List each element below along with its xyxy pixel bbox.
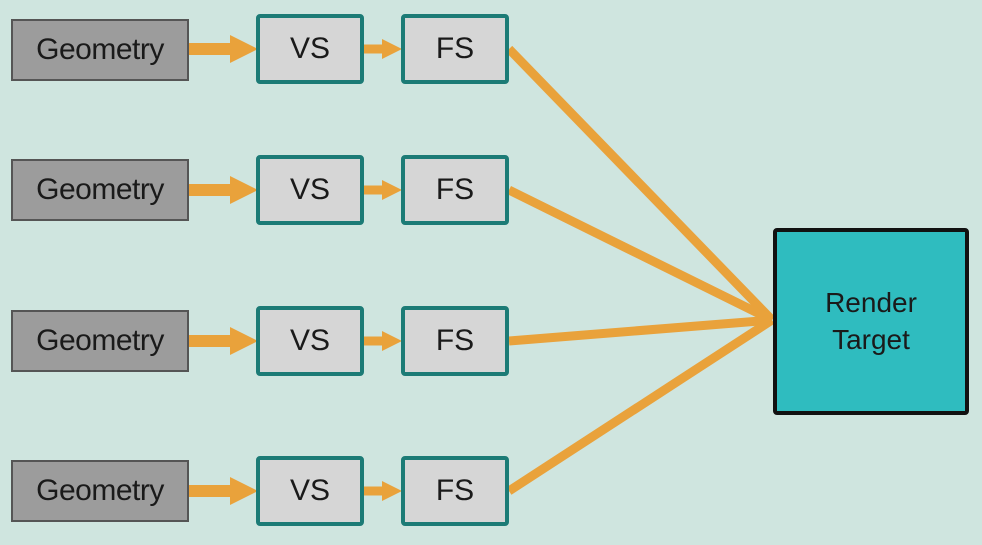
arrowhead-geometry-to-vs-1 bbox=[230, 35, 258, 63]
geometry-label-2: Geometry bbox=[36, 173, 164, 206]
arrowhead-geometry-to-vs-4 bbox=[230, 477, 258, 505]
vs-label-3: VS bbox=[289, 324, 331, 357]
fs-label-2: FS bbox=[435, 173, 475, 206]
arrow-fs-to-render-target-1 bbox=[505, 45, 776, 324]
render-target-box: Render Target bbox=[773, 228, 969, 415]
vs-box-3: VS bbox=[256, 306, 364, 376]
render-target-label-line1: Render bbox=[825, 287, 917, 319]
fs-box-1: FS bbox=[401, 14, 509, 84]
arrow-group bbox=[189, 35, 776, 505]
arrowhead-vs-to-fs-3 bbox=[382, 331, 402, 351]
geometry-box-1: Geometry bbox=[11, 19, 189, 81]
fs-box-4: FS bbox=[401, 456, 509, 526]
vs-box-4: VS bbox=[256, 456, 364, 526]
arrow-fs-to-render-target-3 bbox=[508, 315, 773, 346]
geometry-box-2: Geometry bbox=[11, 159, 189, 221]
vs-label-4: VS bbox=[289, 474, 331, 507]
arrow-fs-to-render-target-4 bbox=[506, 316, 775, 495]
geometry-label-3: Geometry bbox=[36, 324, 164, 357]
geometry-label-1: Geometry bbox=[36, 33, 164, 66]
arrowhead-vs-to-fs-4 bbox=[382, 481, 402, 501]
vs-label-1: VS bbox=[289, 32, 331, 65]
vs-box-1: VS bbox=[256, 14, 364, 84]
arrow-fs-to-render-target-2 bbox=[507, 185, 774, 325]
vs-box-2: VS bbox=[256, 155, 364, 225]
geometry-label-4: Geometry bbox=[36, 474, 164, 507]
arrowhead-geometry-to-vs-2 bbox=[230, 176, 258, 204]
arrowhead-vs-to-fs-2 bbox=[382, 180, 402, 200]
fs-label-4: FS bbox=[435, 474, 475, 507]
arrowhead-vs-to-fs-1 bbox=[382, 39, 402, 59]
arrowhead-geometry-to-vs-3 bbox=[230, 327, 258, 355]
geometry-box-4: Geometry bbox=[11, 460, 189, 522]
fs-label-1: FS bbox=[435, 32, 475, 65]
geometry-box-3: Geometry bbox=[11, 310, 189, 372]
vs-label-2: VS bbox=[289, 173, 331, 206]
fs-label-3: FS bbox=[435, 324, 475, 357]
fs-box-3: FS bbox=[401, 306, 509, 376]
fs-box-2: FS bbox=[401, 155, 509, 225]
render-target-label-line2: Target bbox=[832, 323, 910, 355]
